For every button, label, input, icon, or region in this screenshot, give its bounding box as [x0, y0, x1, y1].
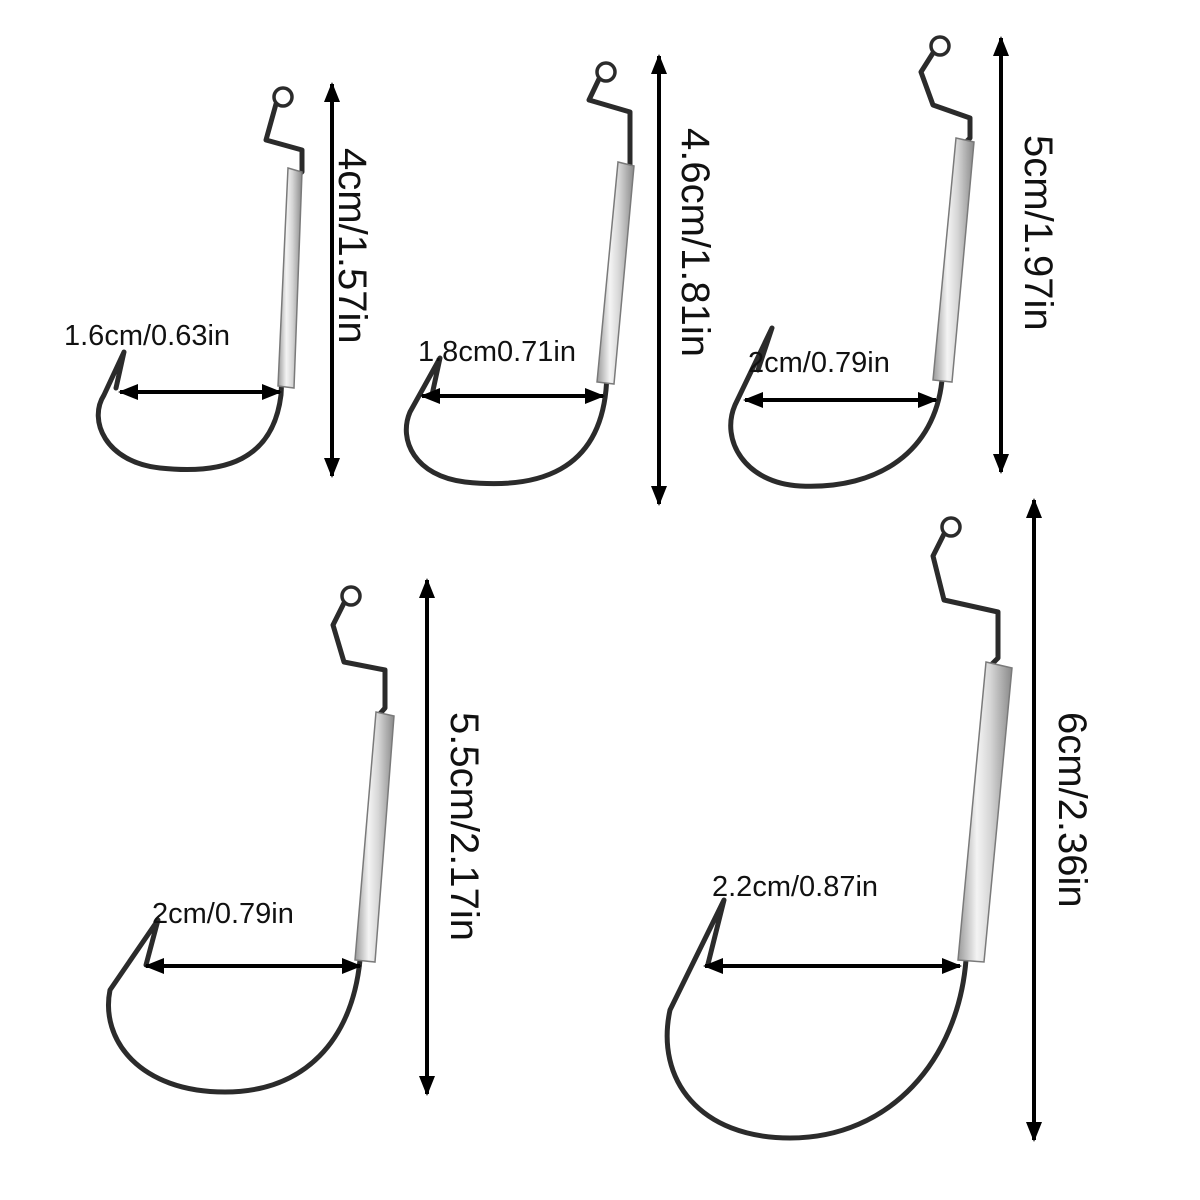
hook-4-gap-label: 2cm/0.79in: [152, 898, 294, 930]
hook-4-eye: [340, 585, 362, 607]
hook-3-lead-weight: [932, 137, 975, 383]
hook-1-eye: [272, 86, 294, 108]
hook-5: 6cm/2.36in 2.2cm/0.87in: [664, 498, 1094, 1142]
hook-4: 5.5cm/2.17in 2cm/0.79in: [106, 578, 486, 1096]
hook-1-gap-label: 1.6cm/0.63in: [64, 320, 230, 352]
hook-5-illustration: [664, 516, 1013, 1141]
hook-1: 4cm/1.57in 1.6cm/0.63in: [64, 82, 374, 478]
hook-3: 5cm/1.97in 2cm/0.79in: [728, 35, 1060, 489]
hook-2-lead-weight: [596, 161, 635, 385]
hook-5-eye: [940, 516, 962, 538]
hook-4-lead-weight: [354, 711, 395, 963]
hook-3-gap-label: 2cm/0.79in: [748, 347, 890, 379]
hook-5-wire: [664, 531, 1001, 1141]
hook-2-length-label: 4.6cm/1.81in: [673, 128, 717, 357]
hook-4-wire: [106, 600, 388, 1095]
hook-5-lead-weight: [957, 661, 1013, 963]
hook-1-length-label: 4cm/1.57in: [330, 148, 374, 344]
hook-3-illustration: [728, 35, 975, 489]
hook-5-gap-label: 2.2cm/0.87in: [712, 871, 878, 903]
hook-3-length-label: 5cm/1.97in: [1016, 135, 1060, 331]
hook-1-illustration: [95, 86, 305, 473]
hook-2-eye: [595, 61, 617, 83]
hook-1-wire: [95, 101, 305, 473]
hook-2-wire: [403, 76, 633, 487]
hook-2-illustration: [403, 61, 635, 487]
hook-2-gap-label: 1.8cm0.71in: [418, 336, 576, 368]
hook-4-length-label: 5.5cm/2.17in: [442, 712, 486, 941]
hook-1-lead-weight: [277, 167, 303, 389]
hook-5-length-label: 6cm/2.36in: [1050, 712, 1094, 908]
hook-2: 4.6cm/1.81in 1.8cm0.71in: [403, 54, 717, 506]
hook-3-eye: [929, 35, 951, 57]
hook-4-illustration: [106, 585, 395, 1095]
hook-3-wire: [728, 50, 973, 489]
